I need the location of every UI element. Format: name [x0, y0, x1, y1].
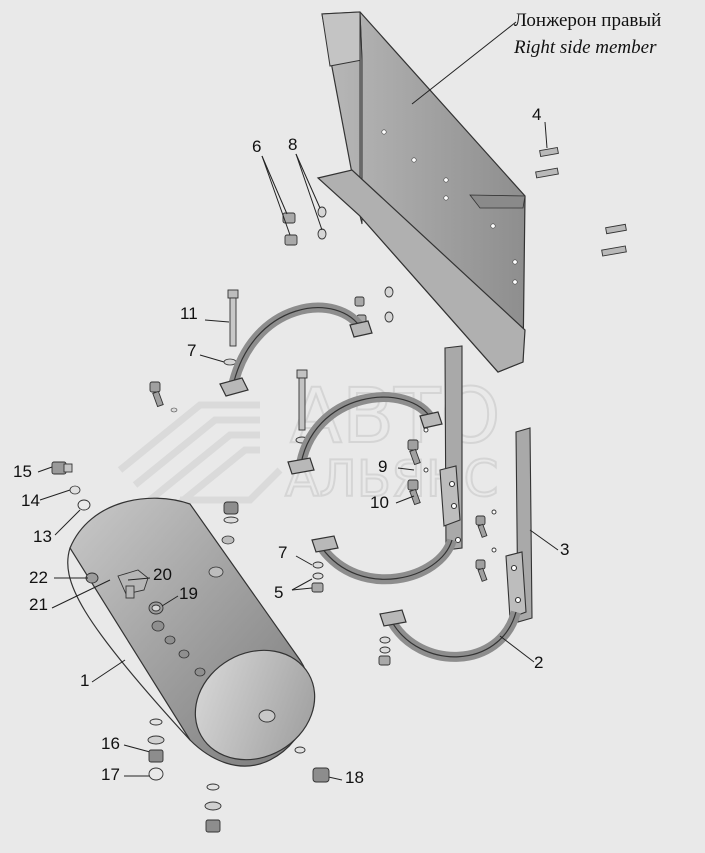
- callout-22: 22: [29, 568, 48, 587]
- callout-1: 1: [80, 671, 90, 690]
- watermark-line1: АВТО: [290, 371, 500, 460]
- callout-4: 4: [532, 105, 542, 124]
- air-tank: [67, 497, 316, 767]
- bolts-4: [535, 146, 627, 257]
- tank-plug-19: [148, 601, 164, 615]
- callout-10: 10: [370, 493, 389, 512]
- clamp-2: [379, 609, 535, 663]
- fitting-15: [51, 461, 73, 475]
- callout-17: 17: [101, 765, 120, 784]
- ring-13: [77, 499, 91, 511]
- callout-7-lower: 7: [278, 543, 288, 562]
- clamp-upper: [219, 302, 373, 397]
- callout-21: 21: [29, 595, 48, 614]
- watermark-line2: АЛЬЯНС: [285, 450, 498, 508]
- washer-14: [69, 485, 81, 495]
- bracket-3: [505, 427, 559, 623]
- watermark-logo-icon: [117, 401, 283, 518]
- callout-8: 8: [288, 135, 298, 154]
- bolt-11: [204, 289, 239, 347]
- plug-18: [294, 746, 330, 783]
- callout-19: 19: [179, 584, 198, 603]
- callout-7-upper: 7: [187, 341, 197, 360]
- side-member-title-ru: Лонжерон правый: [514, 10, 662, 31]
- callout-16: 16: [101, 734, 120, 753]
- callout-6: 6: [252, 137, 262, 156]
- drain-parts-lower: [204, 783, 222, 833]
- callout-11: 11: [180, 304, 198, 323]
- clamp-lower-1: [311, 535, 457, 585]
- bolts-9-10: [407, 427, 429, 506]
- nuts-2: [378, 636, 391, 666]
- bolts-3: [475, 509, 497, 582]
- callout-9: 9: [378, 457, 388, 476]
- callout-5: 5: [274, 583, 284, 602]
- nuts-5-7: [311, 561, 324, 593]
- callout-15: 15: [13, 462, 32, 481]
- callout-13: 13: [33, 527, 52, 546]
- bracket-left: [439, 345, 463, 551]
- callout-20: 20: [153, 565, 172, 584]
- clamp-middle: [287, 392, 443, 475]
- side-member: [316, 11, 526, 373]
- bolt-small: [149, 381, 164, 408]
- drain-parts: [147, 718, 165, 781]
- callout-3: 3: [560, 540, 570, 559]
- side-member-title-en: Right side member: [514, 37, 657, 58]
- callout-14: 14: [21, 491, 40, 510]
- tank-top-plug: [223, 501, 239, 524]
- callout-2: 2: [534, 653, 544, 672]
- callout-18: 18: [345, 768, 364, 787]
- washers-8: [317, 206, 394, 323]
- tank-fitting-20: [117, 569, 149, 599]
